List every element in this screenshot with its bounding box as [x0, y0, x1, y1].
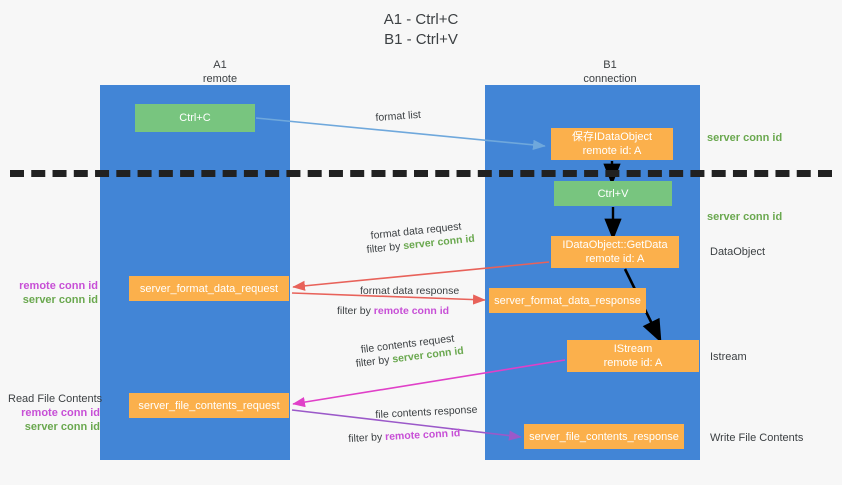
node-server-file-contents-response-label: server_file_contents_response: [529, 430, 679, 443]
annotation-format-data-response-filter: filter by remote conn id: [337, 304, 449, 319]
side-label-remote-conn-id: remote conn id: [19, 280, 98, 292]
column-header-b1-name: B1: [603, 59, 617, 71]
annotation-file-contents-response-filter: filter by remote conn id: [348, 426, 461, 447]
annotation-format-data-response: format data response: [360, 284, 459, 299]
filter-prefix: filter by: [366, 240, 404, 256]
node-server-file-contents-request[interactable]: server_file_contents_request: [129, 393, 289, 418]
column-header-b1: B1 connection: [515, 58, 705, 86]
node-ctrl-c[interactable]: Ctrl+C: [135, 104, 255, 132]
phase-divider: [10, 170, 832, 177]
node-ctrl-v[interactable]: Ctrl+V: [554, 181, 672, 206]
column-header-b1-sub: connection: [583, 73, 637, 85]
side-label-remote-conn-id: remote conn id: [21, 407, 100, 419]
node-ctrl-c-label: Ctrl+C: [179, 112, 211, 124]
node-istream-line1: IStream: [613, 343, 653, 355]
node-server-file-contents-response[interactable]: server_file_contents_response: [524, 424, 684, 449]
side-label-server-conn-id: server conn id: [24, 421, 100, 433]
side-label-read-file-contents-group: Read File Contents remote conn id server…: [8, 392, 103, 434]
node-istream[interactable]: IStream remote id: A: [567, 340, 699, 372]
side-label-conn-ids-upper: remote conn id server conn id: [8, 279, 98, 307]
filter-value-remote-conn-id: remote conn id: [384, 427, 461, 444]
filter-prefix: filter by: [348, 431, 386, 445]
node-ctrl-v-label: Ctrl+V: [597, 187, 629, 200]
node-server-file-contents-request-label: server_file_contents_request: [138, 399, 280, 412]
side-label-read-file-contents: Read File Contents: [8, 393, 103, 405]
filter-value-remote-conn-id: remote conn id: [373, 305, 450, 317]
page-title: A1 - Ctrl+C B1 - Ctrl+V: [0, 10, 842, 50]
node-server-format-data-response-label: server_format_data_response: [494, 294, 641, 307]
node-server-format-data-response[interactable]: server_format_data_response: [489, 288, 646, 313]
node-server-format-data-request[interactable]: server_format_data_request: [129, 276, 289, 301]
annotation-file-contents-response-text: file contents response: [375, 403, 478, 421]
side-label-server-conn-id-top: server conn id: [707, 132, 783, 144]
side-label-write-file-contents: Write File Contents: [710, 432, 804, 444]
node-server-format-data-request-label: server_format_data_request: [139, 282, 279, 295]
annotation-file-contents-response: file contents response: [375, 403, 478, 423]
side-label-dataobject: DataObject: [710, 246, 766, 258]
column-header-a1-name: A1: [213, 59, 227, 71]
annotation-format-data-response-text: format data response: [360, 285, 460, 297]
side-label-server-conn-id: server conn id: [22, 294, 98, 306]
side-label-istream: Istream: [710, 351, 747, 363]
annotation-format-list: format list: [375, 108, 421, 126]
node-idataobject-getdata[interactable]: IDataObject::GetData remote id: A: [551, 236, 679, 268]
filter-prefix: filter by: [337, 305, 374, 317]
title-line-1: A1 - Ctrl+C: [383, 11, 459, 28]
column-header-a1-sub: remote: [202, 73, 238, 85]
filter-prefix: filter by: [355, 353, 394, 370]
column-header-a1: A1 remote: [125, 58, 315, 86]
node-idataobject-getdata-line1: IDataObject::GetData: [562, 239, 668, 251]
side-label-server-conn-id-mid: server conn id: [707, 211, 783, 223]
node-save-idataobject-line1: 保存IDataObject: [571, 131, 653, 143]
title-line-2: B1 - Ctrl+V: [384, 31, 458, 48]
node-save-idataobject[interactable]: 保存IDataObject remote id: A: [551, 128, 673, 160]
node-save-idataobject-line2: remote id: A: [582, 145, 642, 157]
node-istream-line2: remote id: A: [603, 357, 663, 369]
node-idataobject-getdata-line2: remote id: A: [585, 253, 645, 265]
annotation-format-list-text: format list: [375, 108, 422, 124]
